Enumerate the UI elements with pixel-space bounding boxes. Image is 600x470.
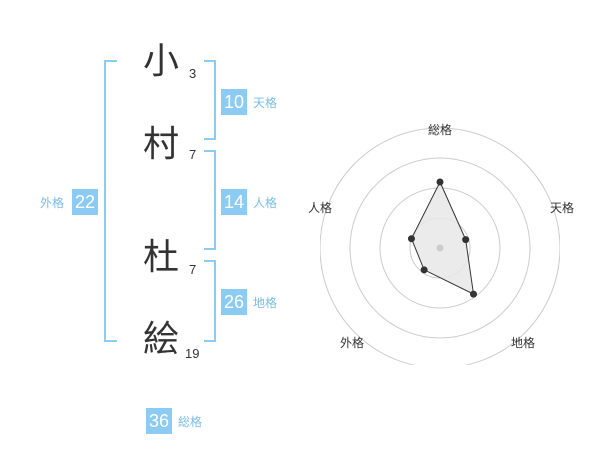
- jinkaku-bracket: [204, 150, 216, 250]
- gaikaku-bracket: [104, 60, 117, 342]
- name-char-2: 村: [143, 124, 180, 165]
- radar-ring: [320, 127, 560, 365]
- radar-chart: [320, 127, 560, 365]
- chikaku-badge: 26: [221, 289, 247, 315]
- name-char-3: 杜: [143, 237, 180, 278]
- tenkaku-label: 天格: [253, 96, 278, 110]
- name-char-4-strokes: 19: [185, 346, 200, 361]
- radar-point-2: [470, 290, 478, 298]
- soukaku-label: 総格: [178, 415, 203, 429]
- chikaku-bracket: [204, 260, 216, 342]
- jinkaku-badge: 14: [221, 189, 247, 215]
- name-char-1-strokes: 3: [189, 66, 197, 81]
- name-char-4: 絵: [143, 319, 180, 360]
- radar-axis-label-gaikaku: 外格: [340, 336, 365, 350]
- tenkaku-badge: 10: [221, 89, 247, 115]
- name-char-2-strokes: 7: [189, 147, 197, 162]
- jinkaku-label: 人格: [253, 196, 278, 210]
- radar-point-0: [436, 178, 444, 186]
- radar-axis-label-jinkaku: 人格: [308, 201, 333, 215]
- gaikaku-label: 外格: [40, 196, 65, 210]
- name-char-1: 小: [143, 41, 180, 82]
- radar-axis-label-soukaku: 総格: [428, 123, 453, 137]
- radar-axis-label-tenkaku: 天格: [550, 201, 575, 215]
- radar-axis-label-chikaku: 地格: [511, 336, 536, 350]
- name-char-3-strokes: 7: [189, 262, 197, 277]
- radar-series-area: [410, 180, 475, 295]
- radar-point-1: [462, 236, 470, 244]
- radar-ring: [349, 157, 531, 339]
- radar-point-4: [407, 235, 415, 243]
- chikaku-label: 地格: [253, 296, 278, 310]
- radar-center-point: [436, 244, 444, 252]
- radar-point-3: [420, 266, 428, 274]
- soukaku-badge: 36: [146, 408, 172, 434]
- tenkaku-bracket: [204, 60, 216, 140]
- gaikaku-badge: 22: [72, 189, 98, 215]
